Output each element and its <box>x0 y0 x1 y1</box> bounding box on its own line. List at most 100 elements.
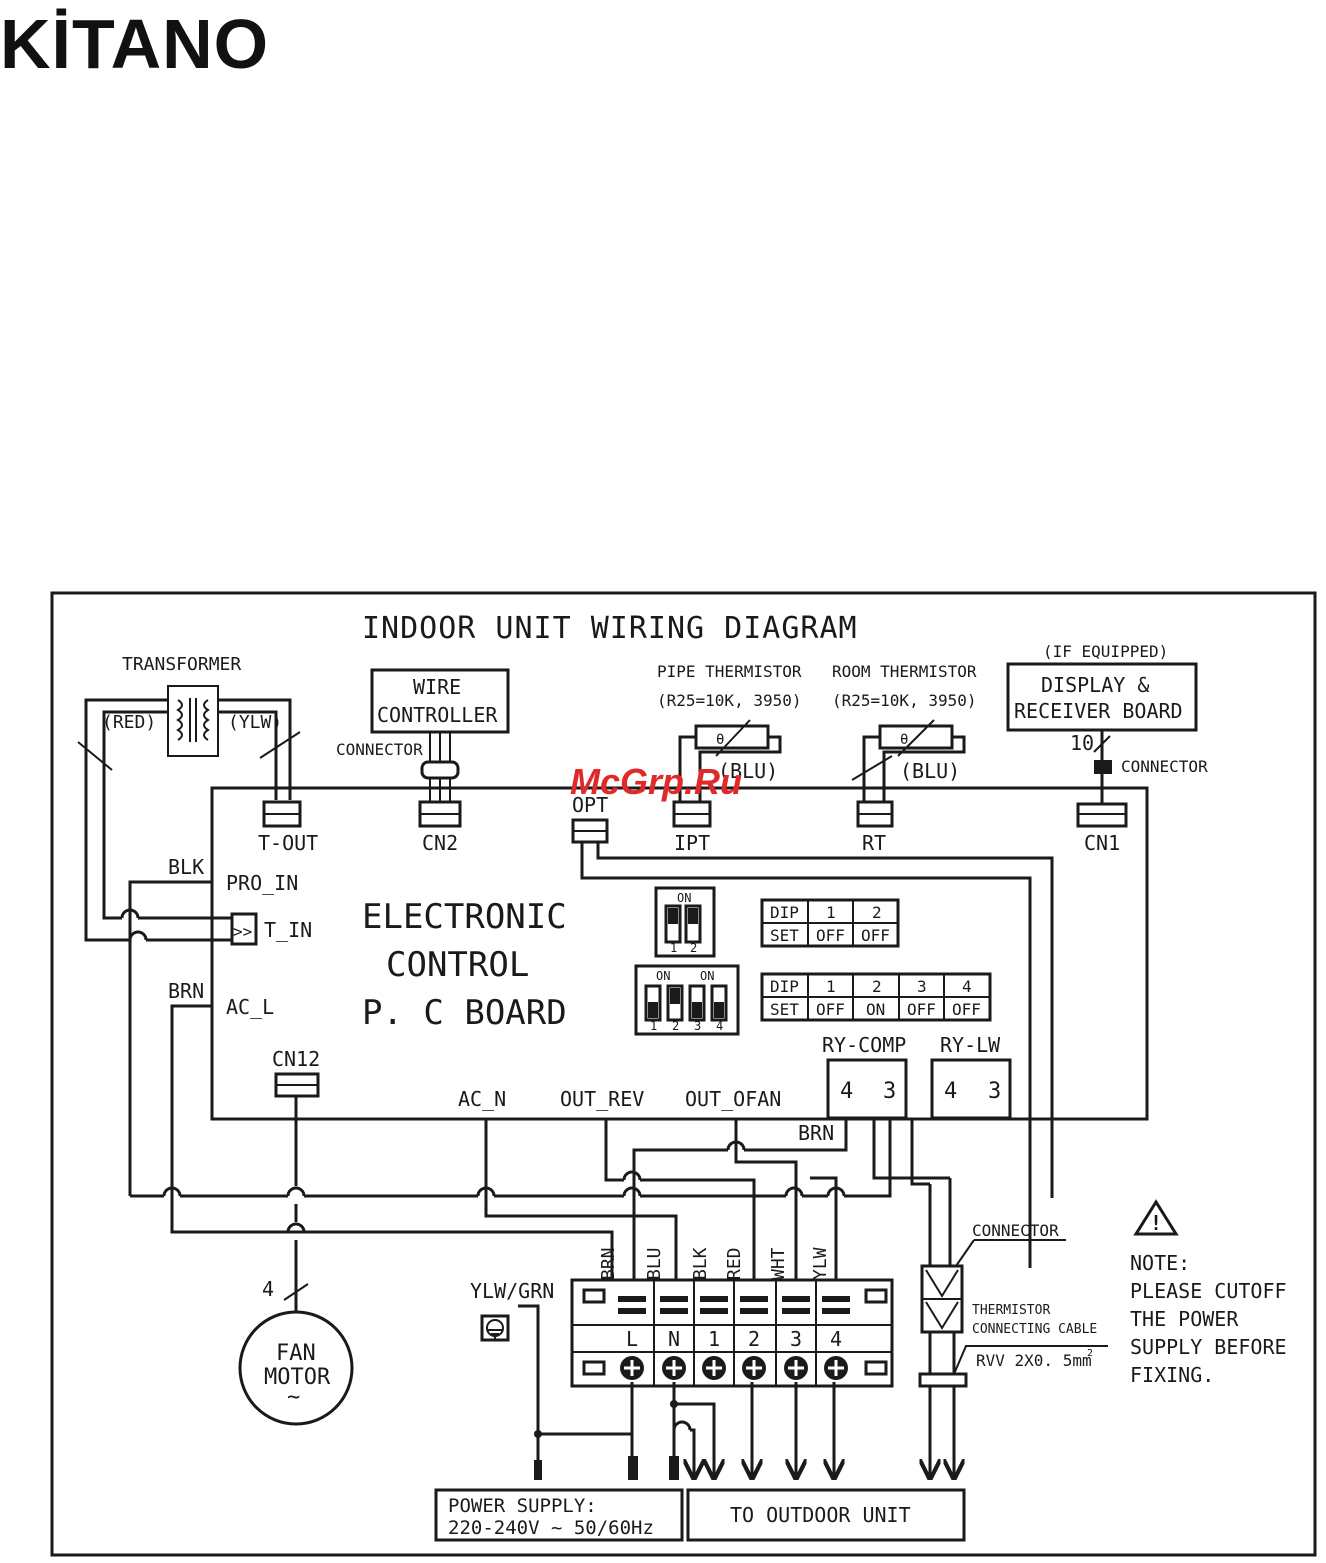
note-line-2: THE POWER <box>1130 1307 1239 1331</box>
connector-opt: OPT <box>571 793 609 844</box>
dip-a-row-0: SET <box>770 926 799 945</box>
dip-b-head-4: 4 <box>962 977 972 996</box>
power-supply-box: POWER SUPPLY: 220-240V ~ 50/60Hz <box>434 1488 684 1542</box>
ground-terminal: YLW/GRN <box>470 1279 554 1462</box>
dip-a-num-2: 2 <box>690 941 697 955</box>
terminal-bar <box>740 1296 768 1302</box>
transformer-body <box>167 685 219 757</box>
board-line1: ELECTRONIC <box>362 897 567 937</box>
dip-b-row-2: ON <box>866 1000 885 1019</box>
dip-b-num-1: 1 <box>650 1019 657 1033</box>
terminal-bar <box>740 1308 768 1314</box>
terminal-label: 1 <box>708 1327 720 1351</box>
power-supply-line2: 220-240V ~ 50/60Hz <box>448 1517 654 1539</box>
terminal-label: 4 <box>830 1327 842 1351</box>
relay-ry-comp: RY-COMP 4 3 <box>822 1033 908 1120</box>
dip-b-row-1: OFF <box>816 1000 845 1019</box>
terminal-bar <box>660 1296 688 1302</box>
brand-logo: KİTANO <box>0 5 269 83</box>
terminal-bar <box>822 1308 850 1314</box>
label-t-out: T-OUT <box>258 831 318 855</box>
fan-motor-line1: FAN <box>276 1341 316 1366</box>
terminal-label: 2 <box>748 1327 760 1351</box>
note-line-1: PLEASE CUTOFF <box>1130 1279 1287 1303</box>
term-wire-0: BRN <box>598 1247 619 1280</box>
fan-motor-line2: MOTOR <box>264 1365 331 1390</box>
svg-text:>>: >> <box>233 922 252 941</box>
label-opt: OPT <box>572 793 608 817</box>
transformer-ylw-label: (YLW) <box>228 712 282 733</box>
thermistor-cable: CONNECTOR THERMISTOR CONNECTING CABLE RV… <box>872 1118 1108 1478</box>
display-board-line1: DISPLAY & <box>1041 673 1149 697</box>
terminal-label: L <box>626 1327 638 1351</box>
dip-b-num-3: 3 <box>694 1019 701 1033</box>
label-cn12: CN12 <box>272 1047 320 1071</box>
term-wire-2: BLK <box>690 1247 711 1280</box>
transformer-coil-right <box>203 699 210 741</box>
label-ac-l: AC_L <box>226 995 274 1019</box>
terminal-bar <box>782 1296 810 1302</box>
power-supply-line1: POWER SUPPLY: <box>448 1495 597 1517</box>
dip-b-on-right: ON <box>700 969 714 983</box>
dip-switch-b: ON ON 1 2 3 4 <box>634 964 740 1036</box>
dip-b-head-3: 3 <box>917 977 927 996</box>
dip-a-head-0: DIP <box>770 903 799 922</box>
relay-lw-pin-b: 3 <box>988 1079 1001 1104</box>
display-board-optional: (IF EQUIPPED) <box>1043 642 1168 661</box>
pipe-thermistor: PIPE THERMISTOR (R25=10K, 3950) θ (BLU) … <box>657 662 802 855</box>
dip-a-table: DIP 1 2 SET OFF OFF <box>760 898 900 948</box>
pipe-thermistor-label: PIPE THERMISTOR <box>657 662 802 681</box>
wire-label-brn-relay: BRN <box>798 1121 834 1145</box>
note-line-0: NOTE: <box>1130 1251 1190 1275</box>
terminal-bar <box>700 1296 728 1302</box>
wire-controller: WIRE CONTROLLER CONNECTOR CN2 <box>336 668 510 855</box>
connector-cn12: CN12 <box>272 1047 320 1098</box>
dip-b-num-4: 4 <box>716 1019 723 1033</box>
dip-b-head-0: DIP <box>770 977 799 996</box>
label-out-rev: OUT_REV <box>560 1087 644 1111</box>
dip-switch-a: ON 1 2 <box>654 886 716 958</box>
connector-t-in <box>230 912 258 946</box>
dip-b-row-3: OFF <box>907 1000 936 1019</box>
label-t-in: T_IN <box>264 918 312 942</box>
diagram-title: INDOOR UNIT WIRING DIAGRAM <box>362 611 858 646</box>
pipe-thermistor-wire: (BLU) <box>718 759 778 783</box>
wire-controller-line1: WIRE <box>413 675 461 699</box>
dip-a-on: ON <box>677 891 691 905</box>
logo-text: KİTANO <box>0 5 269 83</box>
relay-lw-pin-a: 4 <box>944 1079 957 1104</box>
fan-motor: FAN MOTOR ~ <box>238 1310 354 1426</box>
display-board-line2: RECEIVER BOARD <box>1014 699 1183 723</box>
terminal-label: N <box>668 1327 680 1351</box>
board-line2: CONTROL <box>386 945 529 985</box>
dip-a-num-1: 1 <box>670 941 677 955</box>
safety-note: ! NOTE: PLEASE CUTOFF THE POWER SUPPLY B… <box>1130 1199 1287 1387</box>
thermistor-connector-label: CONNECTOR <box>972 1221 1059 1240</box>
transformer: TRANSFORMER (RED) (YLW) <box>102 654 282 757</box>
dip-b-num-2: 2 <box>672 1019 679 1033</box>
room-thermistor-label: ROOM THERMISTOR <box>832 662 977 681</box>
dip-b-row-4: OFF <box>952 1000 981 1019</box>
dip-a-row-1: OFF <box>816 926 845 945</box>
term-wire-4: WHT <box>768 1247 789 1280</box>
fan-motor-wires: 4 <box>262 1277 274 1301</box>
terminal-bar <box>700 1308 728 1314</box>
svg-text:θ: θ <box>716 732 724 748</box>
terminal-bar <box>618 1296 646 1302</box>
room-thermistor-wire: (BLU) <box>900 759 960 783</box>
dip-a-row-2: OFF <box>861 926 890 945</box>
connector-t-out: T-OUT <box>258 800 318 855</box>
wire-label-blk: BLK <box>168 855 204 879</box>
display-board-connector-label: CONNECTOR <box>1121 757 1208 776</box>
terminal-bar <box>782 1308 810 1314</box>
wire-controller-connector-label: CONNECTOR <box>336 740 423 759</box>
term-wire-1: BLU <box>644 1247 665 1280</box>
svg-text:θ: θ <box>900 732 908 748</box>
transformer-label: TRANSFORMER <box>122 654 241 675</box>
ground-label: YLW/GRN <box>470 1279 554 1303</box>
terminal-bar <box>618 1308 646 1314</box>
transformer-red-label: (RED) <box>102 712 156 733</box>
board-line3: P. C BOARD <box>362 993 567 1033</box>
label-cn2: CN2 <box>422 831 458 855</box>
